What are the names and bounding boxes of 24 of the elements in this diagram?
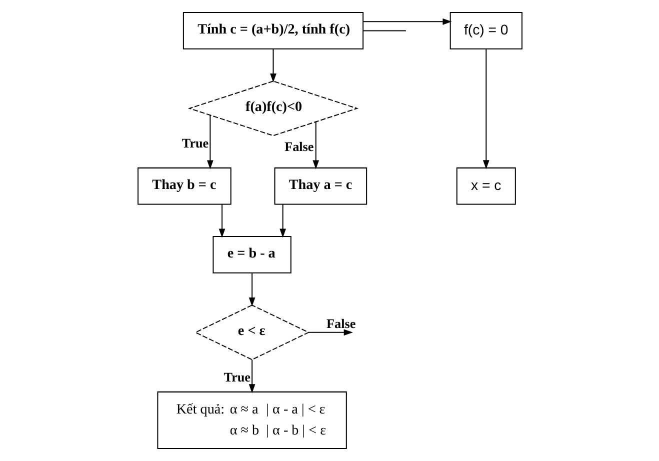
node-diamond: e < ε	[194, 304, 310, 360]
arrow	[218, 204, 225, 238]
arrow	[308, 329, 352, 336]
edge-label: True	[181, 135, 208, 150]
connector	[362, 30, 406, 32]
arrow	[279, 204, 286, 238]
arrow	[248, 360, 255, 394]
edge-label: False	[326, 316, 356, 331]
edge-label: True	[223, 370, 250, 385]
node-box: Thay a = c	[274, 167, 367, 205]
node-box: x = c	[456, 167, 516, 205]
arrow	[248, 273, 255, 307]
arrow	[362, 18, 452, 25]
arrow	[482, 49, 489, 170]
node-box: Tính c = (a+b)/2, tính f(c)	[182, 12, 364, 50]
node-box: e = b - a	[212, 236, 291, 274]
node-box: Kết quả: α ≈ a | α - a | < ε α ≈ b | α - b | < ε	[156, 391, 346, 449]
edge-label: False	[284, 138, 314, 154]
arrow	[206, 115, 213, 170]
arrow	[270, 49, 276, 83]
node-diamond: f(a)f(c)<0	[187, 80, 358, 136]
node-box: f(c) = 0	[449, 12, 522, 50]
arrow	[312, 122, 319, 170]
node-box: Thay b = c	[137, 167, 231, 205]
